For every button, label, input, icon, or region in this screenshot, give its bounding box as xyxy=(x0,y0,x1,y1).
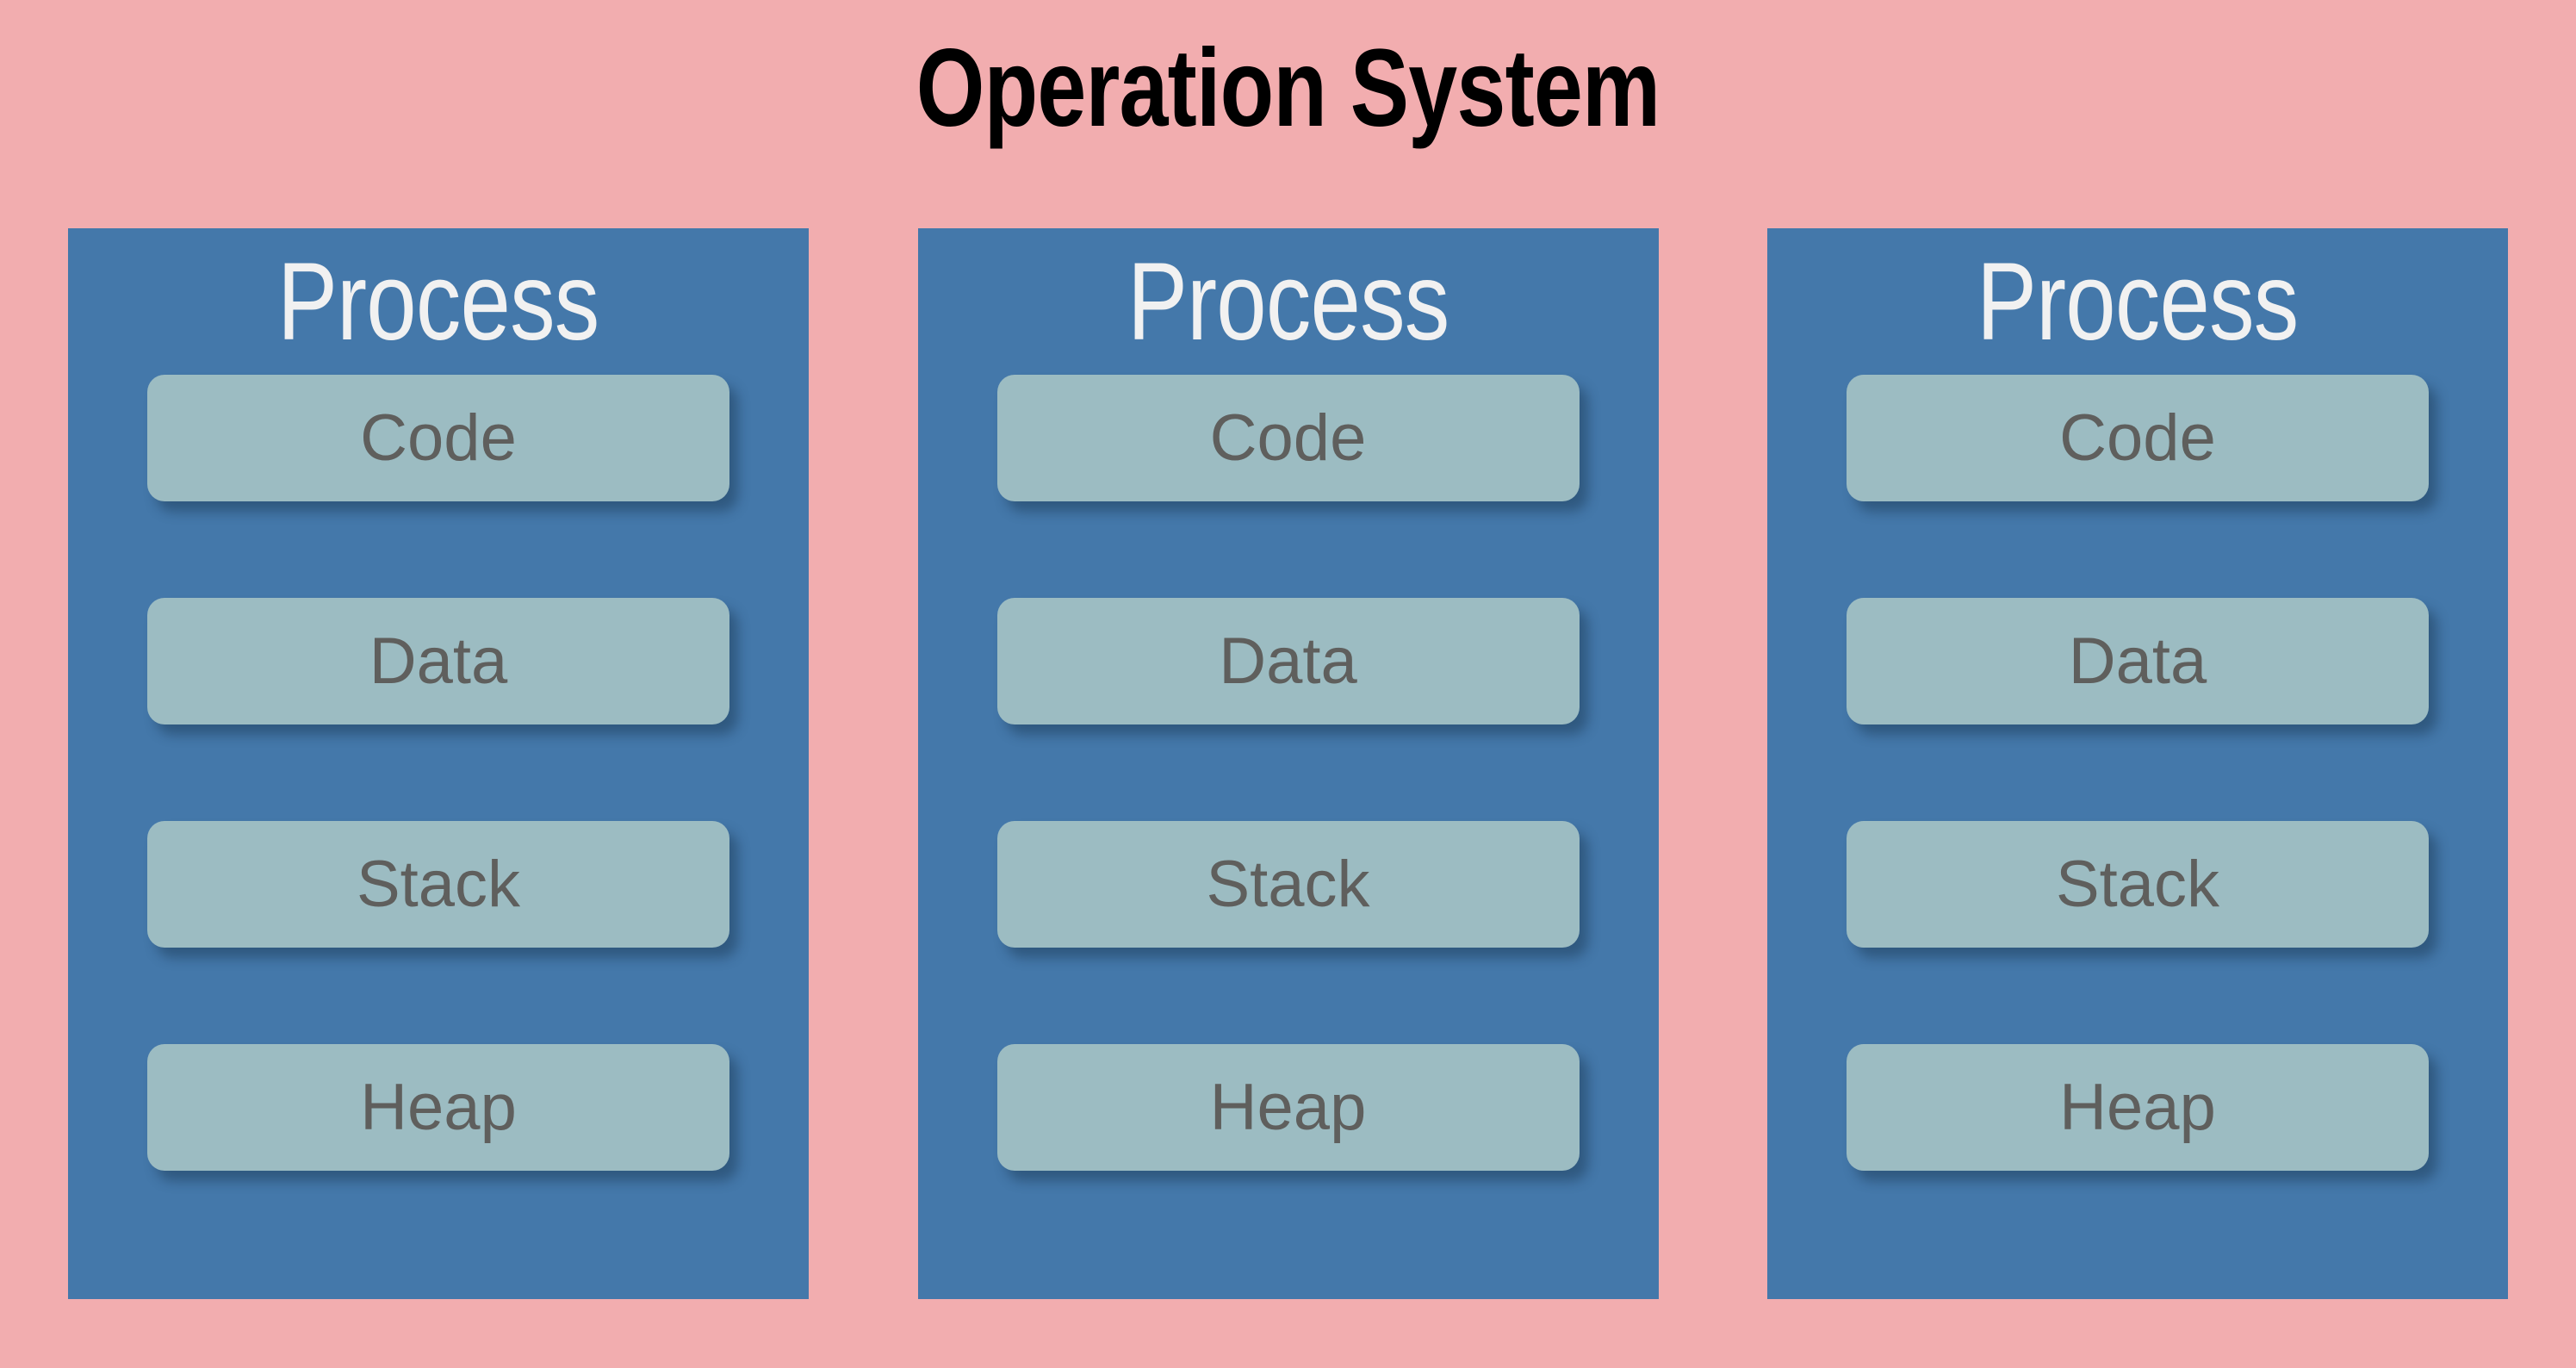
segment-label: Code xyxy=(1209,401,1367,475)
segment-label: Heap xyxy=(2059,1070,2216,1144)
process-title-2: Process xyxy=(1127,240,1449,364)
segment-code-2: Code xyxy=(996,375,1580,501)
segment-data-3: Data xyxy=(1847,598,2429,724)
segment-heap-1: Heap xyxy=(147,1044,729,1171)
segment-heap-3: Heap xyxy=(1847,1044,2429,1171)
segment-stack-1: Stack xyxy=(147,821,729,948)
segment-stack-2: Stack xyxy=(996,821,1580,948)
segment-label: Code xyxy=(2059,401,2216,475)
segment-label: Code xyxy=(360,401,517,475)
segment-label: Stack xyxy=(2055,847,2220,921)
segment-label: Data xyxy=(1219,624,1357,698)
segment-code-1: Code xyxy=(147,375,729,501)
segment-label: Stack xyxy=(356,847,521,921)
process-box-2: Process Code Data Stack Heap xyxy=(917,228,1659,1299)
segment-code-3: Code xyxy=(1847,375,2429,501)
segment-data-1: Data xyxy=(147,598,729,724)
segment-label: Stack xyxy=(1206,847,1370,921)
process-title-1: Process xyxy=(277,240,599,364)
process-box-3: Process Code Data Stack Heap xyxy=(1767,228,2508,1299)
segment-label: Data xyxy=(369,624,508,698)
process-box-1: Process Code Data Stack Heap xyxy=(68,228,809,1299)
process-title-3: Process xyxy=(1977,240,2299,364)
page-title: Operation System xyxy=(916,27,1660,150)
segment-label: Heap xyxy=(1209,1070,1367,1144)
segment-list-3: Code Data Stack Heap xyxy=(1847,375,2429,1171)
segment-label: Data xyxy=(2068,624,2207,698)
segment-label: Heap xyxy=(360,1070,517,1144)
segment-list-2: Code Data Stack Heap xyxy=(996,375,1580,1171)
segment-stack-3: Stack xyxy=(1847,821,2429,948)
segment-heap-2: Heap xyxy=(996,1044,1580,1171)
process-list: Process Code Data Stack Heap Process xyxy=(68,228,2508,1299)
segment-list-1: Code Data Stack Heap xyxy=(147,375,729,1171)
segment-data-2: Data xyxy=(996,598,1580,724)
